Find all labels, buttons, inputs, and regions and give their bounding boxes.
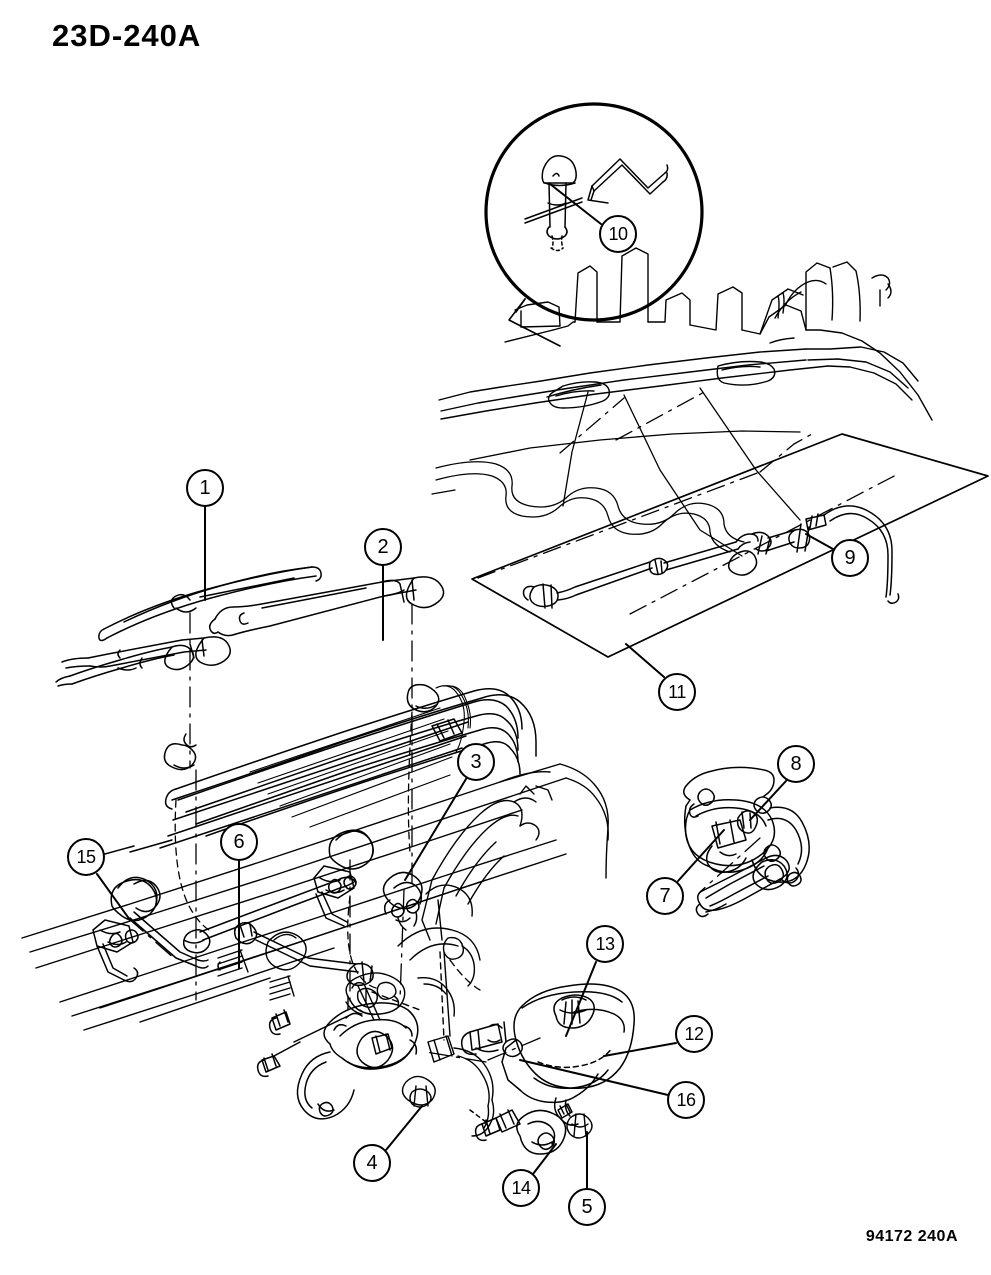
- cowl-wiper-motor: [256, 1002, 419, 1120]
- wiper-linkage-assembly: [129, 876, 374, 987]
- firewall-structure: [421, 785, 553, 941]
- callout-9[interactable]: 9: [831, 539, 869, 577]
- washer-reservoir: [460, 983, 635, 1126]
- callout-1[interactable]: 1: [186, 469, 224, 507]
- wiper-blade-lower: [55, 644, 195, 687]
- assembly-dash-lines-inset: [477, 471, 899, 615]
- callout-15[interactable]: 15: [67, 838, 105, 876]
- clip-bracket-part: [587, 158, 669, 204]
- clip-grommet-part: [541, 155, 577, 252]
- hose-inset-panel: [471, 433, 989, 658]
- callout-12[interactable]: 12: [675, 1015, 713, 1053]
- hose-route-leader-lines: [562, 387, 801, 557]
- callout-13[interactable]: 13: [586, 925, 624, 963]
- washer-pump: [469, 1109, 567, 1155]
- motor-nut: [401, 1075, 436, 1108]
- pivot-hardware-screws: [217, 949, 381, 1021]
- page-title: 23D-240A: [52, 18, 202, 53]
- callout-7[interactable]: 7: [646, 877, 684, 915]
- callout-3[interactable]: 3: [457, 743, 495, 781]
- wiper-pivot-left: [92, 876, 161, 983]
- callout-5[interactable]: 5: [568, 1188, 606, 1226]
- callout-8[interactable]: 8: [777, 745, 815, 783]
- callout-14[interactable]: 14: [502, 1169, 540, 1207]
- callout-11[interactable]: 11: [658, 673, 696, 711]
- motor-crank-arm: [695, 854, 790, 918]
- cowl-grille-panel: [75, 683, 537, 863]
- detail-bubble-pointer: [508, 298, 561, 347]
- cowl-oval-opening: [217, 931, 307, 971]
- cowl-hose-routing: [371, 884, 495, 1137]
- washer-hose-assembly: [522, 505, 900, 609]
- wiper-arm-lower: [61, 636, 231, 669]
- wiper-arm-upper: [208, 576, 445, 637]
- assembly-dash-lines-hood: [559, 389, 813, 473]
- callout-6[interactable]: 6: [220, 823, 258, 861]
- callout-10[interactable]: 10: [599, 215, 637, 253]
- assembly-dash-curves: [174, 711, 481, 991]
- callout-4[interactable]: 4: [353, 1144, 391, 1182]
- callout-16[interactable]: 16: [667, 1081, 705, 1119]
- callout-2[interactable]: 2: [364, 528, 402, 566]
- wiper-blade-upper: [98, 566, 322, 642]
- page-footer: 94172 240A: [865, 1228, 958, 1245]
- hood-panel-lines: [431, 430, 801, 553]
- body-cowl-structure: [438, 247, 933, 421]
- callout-leaders: [96, 183, 834, 1189]
- assembly-axis-lines: [127, 603, 761, 1063]
- wiper-pivot-right: [382, 871, 423, 931]
- pump-grommet: [502, 1038, 523, 1058]
- pivot-mount-plate: [345, 972, 406, 1016]
